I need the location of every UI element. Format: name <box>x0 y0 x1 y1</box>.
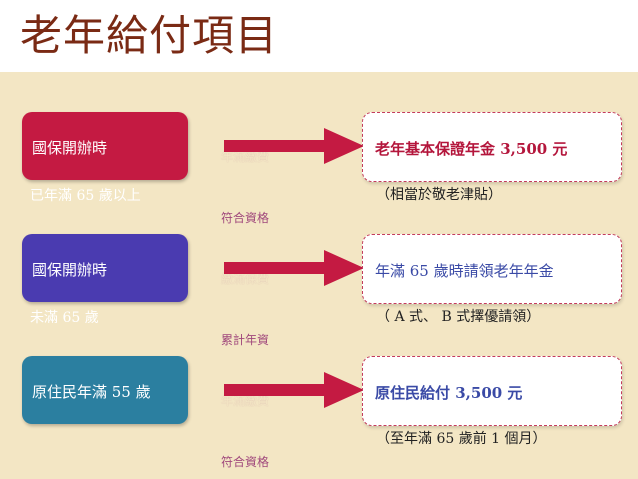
condition-box-1: 國保開辦時 <box>22 112 188 180</box>
result-box-3: 原住民給付 3,500 元 <box>362 356 622 426</box>
condition-sub-2: 未滿 65 歲 <box>30 310 99 326</box>
condition-label-1: 國保開辦時 <box>32 139 108 157</box>
benefit-row-3: 原住民年滿 55 歲 年滿繳費 符合資格 原住民給付 3,500 元 （至年滿 … <box>0 356 638 476</box>
result-label-1: 老年基本保證年金 3,500 元 <box>375 140 568 158</box>
result-box-2: 年滿 65 歲時請領老年年金 <box>362 234 622 304</box>
page-title: 老年給付項目 <box>20 11 279 60</box>
condition-label-2: 國保開辦時 <box>32 261 108 279</box>
benefit-row-1: 國保開辦時 已年滿 65 歲以上 年滿繳費 符合資格 老年基本保證年金 3,50… <box>0 112 638 232</box>
result-note-2: （ A 式、 B 式擇優請領） <box>376 309 541 325</box>
arrow-right-icon <box>224 372 364 408</box>
arrow-label-bottom-2: 累計年資 <box>221 333 270 347</box>
benefit-row-2: 國保開辦時 未滿 65 歲 繳滿保費 累計年資 年滿 65 歲時請領老年年金 （… <box>0 234 638 354</box>
result-label-3: 原住民給付 3,500 元 <box>375 384 523 402</box>
arrow-label-top-2: 繳滿保費 <box>221 272 270 286</box>
result-note-1: （相當於敬老津貼） <box>376 187 502 203</box>
condition-box-3: 原住民年滿 55 歲 <box>22 356 188 424</box>
result-box-1: 老年基本保證年金 3,500 元 <box>362 112 622 182</box>
content-panel: 國保開辦時 已年滿 65 歲以上 年滿繳費 符合資格 老年基本保證年金 3,50… <box>0 72 638 479</box>
condition-sub-1: 已年滿 65 歲以上 <box>30 188 141 204</box>
result-note-3: （至年滿 65 歲前 1 個月） <box>376 431 547 447</box>
arrow-right-icon <box>224 128 364 164</box>
condition-box-2: 國保開辦時 <box>22 234 188 302</box>
arrow-label-bottom-3: 符合資格 <box>221 455 270 469</box>
condition-label-3: 原住民年滿 55 歲 <box>32 383 151 401</box>
arrow-label-bottom-1: 符合資格 <box>221 211 270 225</box>
arrow-label-top-1: 年滿繳費 <box>221 150 270 164</box>
arrow-right-icon <box>224 250 364 286</box>
result-label-2: 年滿 65 歲時請領老年年金 <box>375 262 554 280</box>
arrow-label-top-3: 年滿繳費 <box>221 394 270 408</box>
